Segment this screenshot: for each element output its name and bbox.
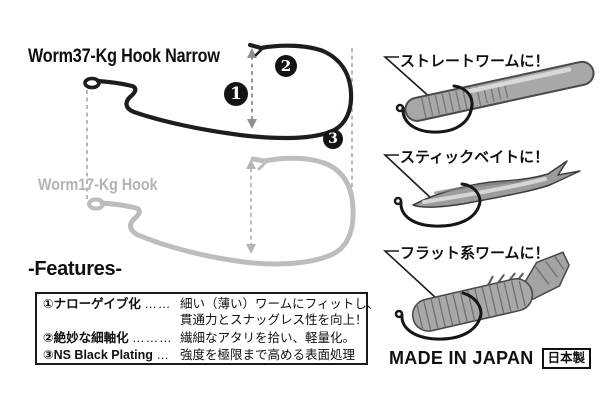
rigged-hook-wire: [400, 291, 483, 341]
feature-row-thin-wire: ②絶妙な細軸化 ……… 繊細なアタリを拾い、軽量化。: [43, 331, 366, 347]
feature-row-narrow-gap: ①ナローゲイブ化 …… 細い（薄い）ワームにフィットし、 貫通力とスナッグレス性…: [43, 297, 379, 328]
feature-3-desc: 強度を極限まで高める表面処理: [180, 348, 355, 364]
feature-3-name: ③NS Black Plating: [43, 347, 153, 362]
product-title: Worm37-Kg Hook Narrow: [28, 46, 220, 67]
arrowhead-down: [246, 244, 256, 254]
feature-1-name: ①ナローゲイブ化: [43, 297, 141, 311]
flat-worm-tail: [519, 251, 570, 301]
arrowhead-up: [246, 159, 256, 169]
straight-worm-illustration: [395, 60, 595, 134]
rigged-hook-wire: [401, 84, 474, 134]
comparison-hook-label: Worm17-Kg Hook: [38, 175, 158, 194]
arrowhead-up: [247, 48, 257, 58]
feature-2-name: ②絶妙な細軸化: [43, 331, 129, 345]
leader-line-stick-bait: [382, 154, 434, 201]
features-box: ①ナローゲイブ化 …… 細い（薄い）ワームにフィットし、 貫通力とスナッグレス性…: [35, 292, 379, 365]
feature-2-desc: 繊細なアタリを拾い、軽量化。: [180, 331, 355, 347]
gap-dimension-arrow-worm37: [247, 48, 257, 129]
leader-line-flat-worm: [382, 250, 437, 299]
bait-back-shade: [433, 179, 523, 195]
gap-dimension-arrow-worm17: [246, 159, 256, 254]
worm17-hook-illustration: [87, 155, 356, 267]
stick-bait-illustration: [393, 160, 581, 228]
hook-wire: [99, 155, 356, 267]
tail-ridges: [535, 255, 565, 285]
feature-desc-line: 強度を極限まで高める表面処理: [180, 347, 356, 362]
flat-worm-spikes: [485, 272, 524, 289]
application-label-straight-worm: ストレートワームに！: [400, 53, 550, 70]
application-label-stick-bait: スティックベイトに！: [400, 149, 550, 166]
leader-lines: [382, 56, 437, 299]
flat-worm-illustration: [394, 251, 570, 341]
hook-wire: [95, 42, 354, 141]
hook-barb: [257, 160, 268, 171]
arrowhead-down: [247, 119, 257, 129]
feature-desc-line: 細い（薄い）ワームにフィットし、: [180, 297, 380, 311]
origin-badge: 日本製: [541, 348, 592, 369]
made-in-japan-text: MADE IN JAPAN: [389, 348, 534, 368]
feature-desc-line: 貫通力とスナッグレス性を向上！: [180, 312, 368, 327]
hook-barb: [254, 46, 265, 57]
application-label-flat-worm: フラット系ワームに！: [400, 245, 550, 262]
marker-1-badge: 1: [224, 82, 248, 106]
feature-name-cell: ②絶妙な細軸化 ………: [43, 331, 180, 347]
feature-1-dots: ……: [144, 297, 172, 311]
bait-belly-highlight: [422, 177, 547, 204]
feature-desc-line: 繊細なアタリを拾い、軽量化。: [180, 331, 356, 345]
footer: MADE IN JAPAN 日本製: [389, 348, 592, 369]
marker-2-badge: 2: [275, 55, 297, 77]
rigged-hook-wire: [399, 182, 482, 228]
worm37-hook-illustration: [83, 42, 354, 141]
feature-row-ns-black-plating: ③NS Black Plating … 強度を極限まで高める表面処理: [43, 348, 366, 364]
feature-3-dots: …: [156, 347, 170, 362]
leader-line-straight-worm: [382, 56, 433, 100]
guide-lines: [86, 48, 353, 236]
feature-name-cell: ③NS Black Plating …: [43, 348, 180, 364]
worm-highlight: [465, 67, 572, 94]
feature-2-dots: ………: [132, 331, 173, 345]
feature-1-desc: 細い（薄い）ワームにフィットし、 貫通力とスナッグレス性を向上！: [180, 297, 379, 328]
feature-name-cell: ①ナローゲイブ化 ……: [43, 297, 180, 328]
features-heading: -Features-: [28, 258, 122, 280]
marker-3-badge: 3: [323, 129, 343, 149]
